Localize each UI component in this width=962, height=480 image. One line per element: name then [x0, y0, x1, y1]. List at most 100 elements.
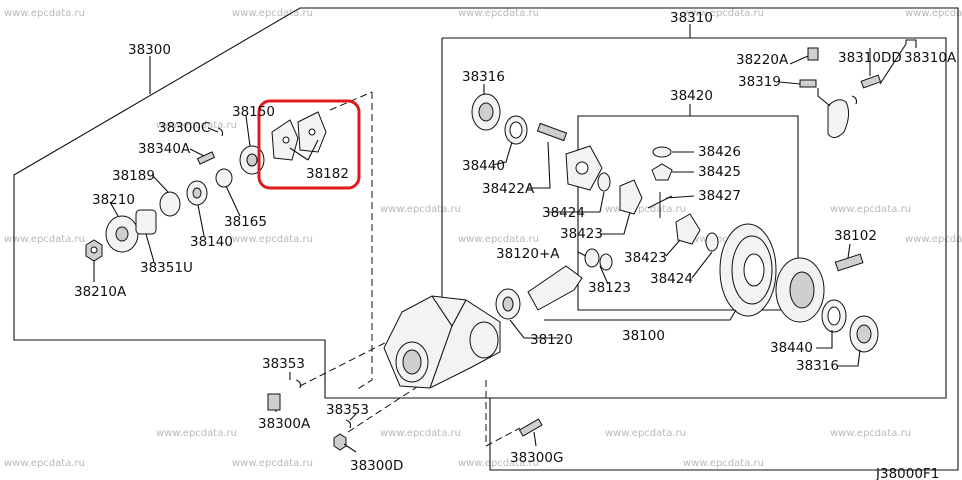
- watermark: www.epcdata.ru: [156, 120, 237, 131]
- label-38440: 38440: [462, 158, 505, 174]
- watermark: www.epcdata.ru: [905, 8, 962, 19]
- assembly-frame-38300: [13, 7, 959, 471]
- label-38423: 38423: [560, 226, 603, 242]
- subassembly-frame-38310: [441, 37, 947, 399]
- watermark: www.epcdata.ru: [605, 428, 686, 439]
- watermark: www.epcdata.ru: [830, 428, 911, 439]
- label-38182: 38182: [306, 166, 349, 182]
- label-38423: 38423: [624, 250, 667, 266]
- label-38310: 38310: [670, 10, 713, 26]
- bolt-38102: [834, 253, 864, 272]
- watermark: www.epcdata.ru: [4, 458, 85, 469]
- pin-38319: [799, 79, 817, 88]
- washer-38353-a: [295, 379, 302, 389]
- nut-38300D: [333, 433, 347, 451]
- label-38310A: 38310A: [904, 50, 957, 66]
- label-38210A: 38210A: [74, 284, 127, 300]
- watermark: www.epcdata.ru: [605, 204, 686, 215]
- label-38440: 38440: [770, 340, 813, 356]
- washer-38424-a: [597, 172, 611, 192]
- washer-38353-b: [345, 419, 352, 429]
- label-38189: 38189: [112, 168, 155, 184]
- watermark: www.epcdata.ru: [4, 8, 85, 19]
- watermark: www.epcdata.ru: [458, 8, 539, 19]
- label-38210: 38210: [92, 192, 135, 208]
- label-38424: 38424: [650, 271, 693, 287]
- watermark: www.epcdata.ru: [232, 234, 313, 245]
- label-38220A: 38220A: [736, 52, 789, 68]
- watermark: www.epcdata.ru: [380, 428, 461, 439]
- label-38425: 38425: [698, 164, 741, 180]
- side-bearing-cap-38310A: [827, 99, 850, 138]
- label-38424: 38424: [542, 205, 585, 221]
- label-38310DD: 38310DD: [838, 50, 902, 66]
- label-38100: 38100: [622, 328, 665, 344]
- watermark: www.epcdata.ru: [683, 234, 764, 245]
- label-38426: 38426: [698, 144, 741, 160]
- label-38422A: 38422A: [482, 181, 535, 197]
- label-38123: 38123: [588, 280, 631, 296]
- differential-carrier-38300: [383, 295, 501, 389]
- seal-38189: [159, 191, 181, 217]
- clip-38300C: [217, 127, 224, 137]
- label-38353: 38353: [262, 356, 305, 372]
- part-labels: 38300 38310 38300C 38340A 38150 38182 38…: [74, 10, 957, 480]
- stud-38300G: [518, 418, 543, 437]
- watermark: www.epcdata.ru: [458, 234, 539, 245]
- label-38300D: 38300D: [350, 458, 403, 474]
- label-38150: 38150: [232, 104, 275, 120]
- label-38319: 38319: [738, 74, 781, 90]
- dashed-guide: [485, 380, 521, 447]
- watermark: www.epcdata.ru: [4, 234, 85, 245]
- bracket-group: [799, 47, 882, 138]
- label-38351U: 38351U: [140, 260, 193, 276]
- washer-38123: [584, 248, 600, 268]
- side-gear-38423-a: [619, 179, 643, 215]
- label-38140: 38140: [190, 234, 233, 250]
- label-38120A: 38120+A: [496, 246, 560, 262]
- watermark: www.epcdata.ru: [683, 458, 764, 469]
- label-38420: 38420: [670, 88, 713, 104]
- diagram-code: J38000F1: [875, 466, 939, 480]
- drive-pinion-38120A: [527, 265, 583, 311]
- bolt-38300A: [267, 393, 281, 411]
- watermark: www.epcdata.ru: [905, 234, 962, 245]
- pinion-38425: [651, 163, 673, 181]
- label-38340A: 38340A: [138, 141, 191, 157]
- watermark: www.epcdata.ru: [232, 8, 313, 19]
- watermark: www.epcdata.ru: [380, 204, 461, 215]
- watermark: www.epcdata.ru: [683, 8, 764, 19]
- side-gear-38423-b: [675, 213, 701, 245]
- leader-lines: [93, 39, 917, 453]
- bolt-38220A: [807, 47, 819, 61]
- bolt-38422A: [536, 122, 568, 142]
- washer-38426: [652, 146, 672, 158]
- watermark-layer: www.epcdata.ru www.epcdata.ru www.epcdat…: [4, 8, 962, 469]
- label-38300G: 38300G: [510, 450, 563, 466]
- watermark: www.epcdata.ru: [830, 204, 911, 215]
- label-38316: 38316: [462, 69, 505, 85]
- companion-flange-group: [85, 127, 265, 262]
- label-38120: 38120: [530, 332, 573, 348]
- label-38165: 38165: [224, 214, 267, 230]
- watermark: www.epcdata.ru: [156, 428, 237, 439]
- ring-gear-group: [471, 93, 879, 353]
- bolt-38340A: [196, 151, 216, 165]
- bottom-hardware: [267, 379, 543, 451]
- label-38300A: 38300A: [258, 416, 311, 432]
- label-38300: 38300: [128, 42, 171, 58]
- dashed-guide: [355, 92, 373, 391]
- label-38353: 38353: [326, 402, 369, 418]
- bolt-38310DD: [860, 74, 882, 89]
- label-38102: 38102: [834, 228, 877, 244]
- label-38427: 38427: [698, 188, 741, 204]
- label-38300C: 38300C: [158, 120, 210, 136]
- clip-38310: [851, 95, 858, 105]
- deflector-38351U: [135, 209, 157, 235]
- washer-38424-b: [705, 232, 719, 252]
- watermark: www.epcdata.ru: [458, 458, 539, 469]
- gasket-38182: [271, 111, 327, 161]
- highlight-box: [257, 99, 361, 190]
